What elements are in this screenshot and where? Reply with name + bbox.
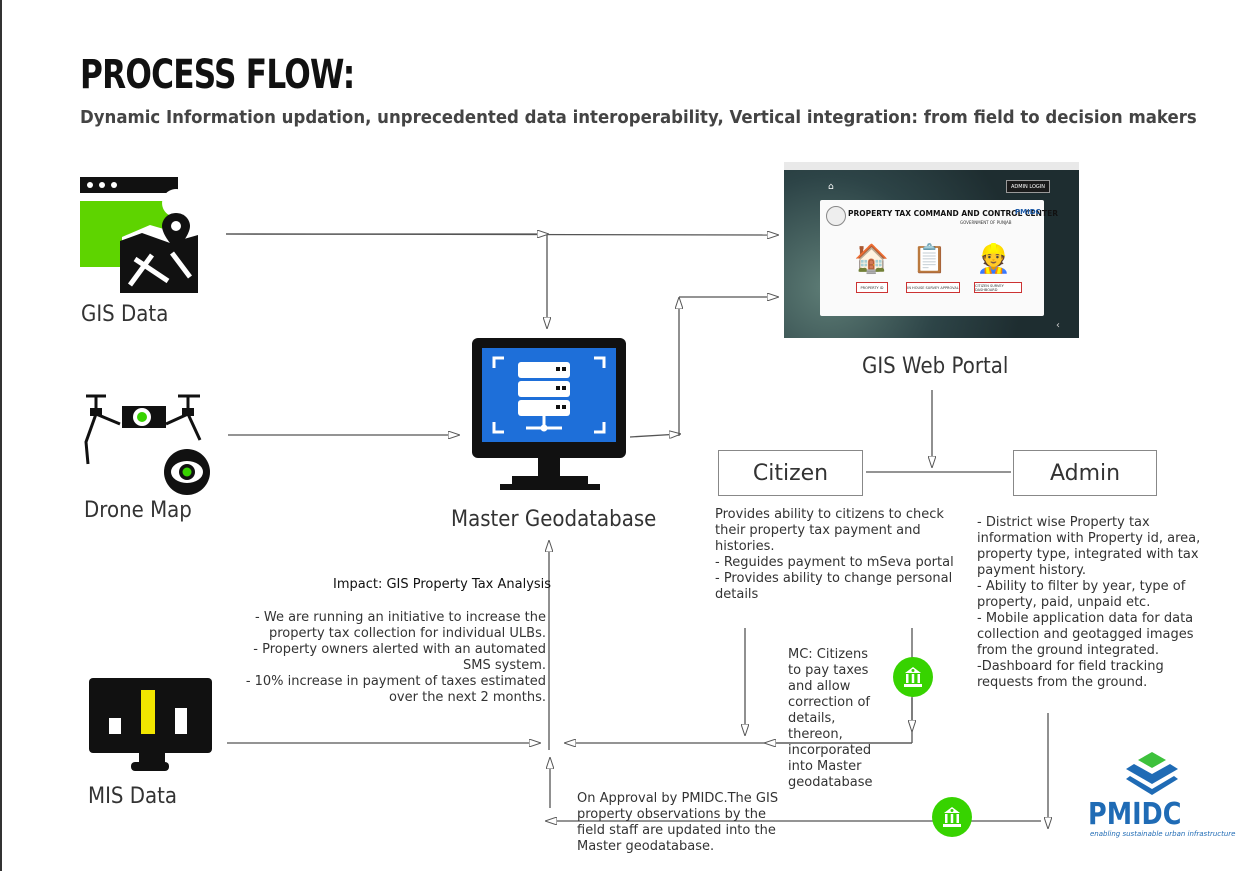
survey-icon: 📋 bbox=[912, 242, 947, 275]
mc-text-line: into Master bbox=[788, 759, 862, 774]
emblem-icon bbox=[826, 206, 846, 226]
admin-description: - District wise Property tax information… bbox=[977, 515, 1200, 691]
portal-logo: PMIDC bbox=[1015, 208, 1041, 216]
admin-text-line: property, paid, unpaid etc. bbox=[977, 595, 1151, 610]
mc-text-line: thereon, bbox=[788, 727, 843, 742]
drone-map-label: Drone Map bbox=[84, 498, 192, 523]
mc-text-line: geodatabase bbox=[788, 775, 873, 790]
citizen-description: Provides ability to citizens to check th… bbox=[715, 507, 954, 603]
home-icon: ⌂ bbox=[828, 182, 834, 192]
mc-description: MC: Citizens to pay taxes and allow corr… bbox=[788, 647, 872, 791]
admin-login-button[interactable]: ADMIN LOGIN bbox=[1006, 180, 1050, 193]
citizen-text-line: their property tax payment and bbox=[715, 523, 921, 538]
approval-text-line: Master geodatabase. bbox=[577, 839, 715, 854]
approval-text-line: field staff are updated into the bbox=[577, 823, 776, 838]
mc-text-line: incorporated bbox=[788, 743, 872, 758]
citizen-text-line: details bbox=[715, 587, 759, 602]
chevron-left-icon: ‹ bbox=[1056, 320, 1060, 331]
mc-text-line: to pay taxes bbox=[788, 663, 869, 678]
citizen-box: Citizen bbox=[718, 450, 863, 496]
page-subtitle: Dynamic Information updation, unpreceden… bbox=[80, 107, 1197, 128]
admin-text-line: property type, integrated with tax bbox=[977, 547, 1199, 562]
portal-subtitle: GOVERNMENT OF PUNJAB bbox=[960, 220, 1012, 225]
mis-monitor-icon bbox=[89, 678, 212, 771]
admin-text-line: -Dashboard for field tracking bbox=[977, 659, 1164, 674]
admin-text-line: payment history. bbox=[977, 563, 1087, 578]
mc-text-line: details, bbox=[788, 711, 836, 726]
impact-text-line: property tax collection for individual U… bbox=[269, 626, 546, 641]
drone-icon bbox=[84, 394, 210, 495]
impact-text-line: over the next 2 months. bbox=[388, 690, 546, 705]
mc-text-line: correction of bbox=[788, 695, 870, 710]
citizen-label: Citizen bbox=[752, 460, 829, 486]
connector-master-out bbox=[629, 434, 680, 437]
admin-text-line: information with Property id, area, bbox=[977, 531, 1201, 546]
citizen-text-line: - Provides ability to change personal bbox=[715, 571, 953, 586]
admin-text-line: requests from the ground. bbox=[977, 675, 1148, 690]
property-id-button[interactable]: PROPERTY ID bbox=[856, 282, 888, 293]
database-monitor-icon bbox=[472, 338, 626, 490]
house-icon: 🏠 bbox=[854, 242, 889, 275]
portal-card: PROPERTY TAX COMMAND AND CONTROL CENTER … bbox=[820, 200, 1058, 316]
approval-text-line: property observations by the bbox=[577, 807, 766, 822]
browser-bar bbox=[784, 162, 1079, 170]
portal-screenshot: ⌂ ADMIN LOGIN PROPERTY TAX COMMAND AND C… bbox=[784, 162, 1079, 338]
impact-text-line: - We are running an initiative to increa… bbox=[255, 610, 546, 625]
government-building-icon bbox=[893, 657, 933, 697]
admin-text-line: - District wise Property tax bbox=[977, 515, 1150, 530]
gis-web-portal-label: GIS Web Portal bbox=[862, 354, 1009, 379]
impact-title: Impact: GIS Property Tax Analysis bbox=[333, 577, 552, 592]
citizen-dashboard-button[interactable]: CITIZEN SURVEY DASHBOARD bbox=[974, 282, 1022, 293]
admin-text-line: - Ability to filter by year, type of bbox=[977, 579, 1186, 594]
pmidc-logo-text: PMIDC bbox=[1088, 797, 1182, 832]
gis-data-label: GIS Data bbox=[81, 302, 169, 327]
citizen-text-line: Provides ability to citizens to check bbox=[715, 507, 944, 522]
approval-description: On Approval by PMIDC.The GIS property ob… bbox=[577, 791, 778, 855]
survey-approval-button[interactable]: IN HOUSE SURVEY APPROVAL bbox=[906, 282, 960, 293]
page-title: PROCESS FLOW: bbox=[80, 52, 355, 98]
admin-text-line: - Mobile application data for data bbox=[977, 611, 1194, 626]
pmidc-tagline: enabling sustainable urban infrastructur… bbox=[1090, 830, 1236, 838]
gis-map-icon bbox=[80, 177, 198, 295]
impact-text-line: - Property owners alerted with an automa… bbox=[253, 642, 546, 657]
frame-border bbox=[0, 0, 2, 871]
citizen-text-line: - Reguides payment to mSeva portal bbox=[715, 555, 954, 570]
government-building-icon bbox=[932, 797, 972, 837]
admin-text-line: from the ground integrated. bbox=[977, 643, 1159, 658]
admin-label: Admin bbox=[1049, 460, 1121, 486]
impact-description: - We are running an initiative to increa… bbox=[240, 610, 546, 706]
impact-text-line: - 10% increase in payment of taxes estim… bbox=[245, 674, 546, 689]
pmidc-logo-icon bbox=[1126, 752, 1178, 795]
citizen-icon: 👷 bbox=[976, 242, 1011, 275]
portal-title: PROPERTY TAX COMMAND AND CONTROL CENTER bbox=[848, 209, 1058, 218]
admin-box: Admin bbox=[1013, 450, 1157, 496]
admin-text-line: collection and geotagged images bbox=[977, 627, 1194, 642]
mc-text-line: and allow bbox=[788, 679, 851, 694]
impact-text-line: SMS system. bbox=[463, 658, 546, 673]
mis-data-label: MIS Data bbox=[88, 784, 178, 809]
mc-text-line: MC: Citizens bbox=[788, 647, 869, 662]
citizen-text-line: histories. bbox=[715, 539, 775, 554]
approval-text-line: On Approval by PMIDC.The GIS bbox=[577, 791, 779, 806]
master-geodatabase-label: Master Geodatabase bbox=[451, 507, 657, 532]
